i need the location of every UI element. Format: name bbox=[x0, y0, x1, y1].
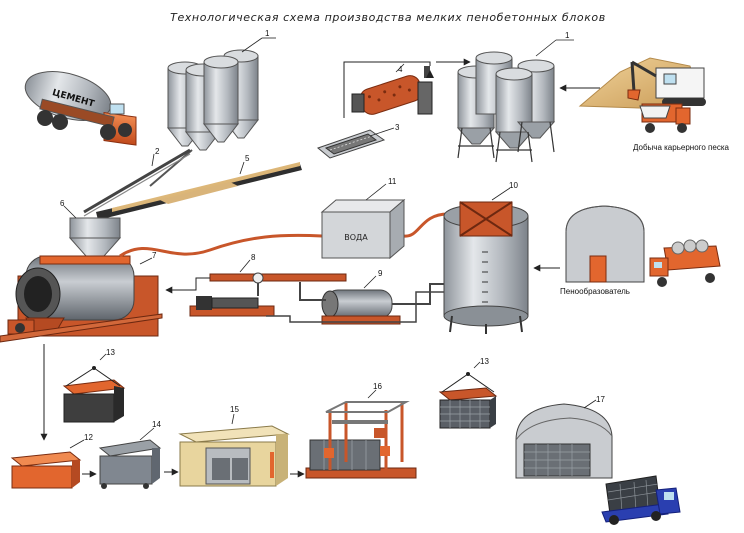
foam-agent-storage bbox=[565, 205, 645, 283]
sand-silos bbox=[456, 51, 556, 163]
water-pipe bbox=[119, 233, 323, 258]
label-13a: 13 bbox=[106, 348, 115, 357]
block-mass bbox=[98, 439, 162, 489]
label-1a: 1 bbox=[265, 29, 270, 38]
dump-truck bbox=[649, 239, 721, 287]
label-6: 6 bbox=[60, 199, 65, 208]
wheel-icon bbox=[705, 273, 715, 283]
drum-dryer bbox=[351, 66, 434, 115]
screw-conveyor bbox=[83, 148, 191, 217]
mold-with-sling-left bbox=[62, 366, 126, 423]
label-12: 12 bbox=[84, 433, 93, 442]
label-1b: 1 bbox=[565, 31, 570, 40]
wheel-icon bbox=[37, 110, 53, 126]
label-7: 7 bbox=[152, 251, 157, 260]
mixer-drum bbox=[0, 255, 163, 343]
cement-silos bbox=[149, 49, 260, 187]
wheel-icon bbox=[645, 123, 655, 133]
wheel-icon bbox=[52, 114, 68, 130]
cement-truck: ЦЕМЕНТ bbox=[24, 71, 137, 146]
cutting-frame bbox=[305, 401, 417, 479]
foam-tank bbox=[443, 201, 529, 334]
label-10: 10 bbox=[509, 181, 518, 190]
wheel-icon bbox=[677, 123, 687, 133]
wheel-icon bbox=[651, 511, 661, 521]
label-8: 8 bbox=[251, 253, 256, 262]
vibrating-screen bbox=[316, 129, 386, 159]
label-16: 16 bbox=[373, 382, 382, 391]
foam-pump bbox=[321, 289, 401, 325]
delivery-truck bbox=[601, 475, 681, 525]
label-13b: 13 bbox=[480, 357, 489, 366]
sand-quarry bbox=[578, 57, 706, 133]
wheel-icon bbox=[100, 124, 116, 140]
wheel-icon bbox=[609, 515, 619, 525]
label-9: 9 bbox=[378, 269, 383, 278]
water-tank-label: ВОДА bbox=[344, 233, 368, 242]
label-4: 4 bbox=[398, 65, 403, 74]
wheel-icon bbox=[657, 277, 667, 287]
label-5: 5 bbox=[245, 154, 250, 163]
label-15: 15 bbox=[230, 405, 239, 414]
foam-dispenser bbox=[189, 272, 347, 317]
label-14: 14 bbox=[152, 420, 161, 429]
diagram-title: Технологическая схема производства мелки… bbox=[170, 11, 606, 24]
label-17: 17 bbox=[596, 395, 605, 404]
label-11: 11 bbox=[388, 177, 397, 186]
excavator-caption: Добыча карьерного песка bbox=[633, 143, 730, 152]
label-3: 3 bbox=[395, 123, 400, 132]
pallet-with-sling bbox=[438, 372, 498, 429]
label-2: 2 bbox=[155, 147, 160, 156]
belt-conveyor bbox=[96, 162, 302, 220]
foam-agent-label: Пенообразователь bbox=[560, 287, 630, 296]
storage-warehouse bbox=[515, 403, 613, 479]
wheel-icon bbox=[118, 123, 132, 137]
mold bbox=[10, 451, 82, 489]
curing-chamber bbox=[178, 425, 290, 487]
water-tank: ВОДА bbox=[320, 198, 406, 260]
